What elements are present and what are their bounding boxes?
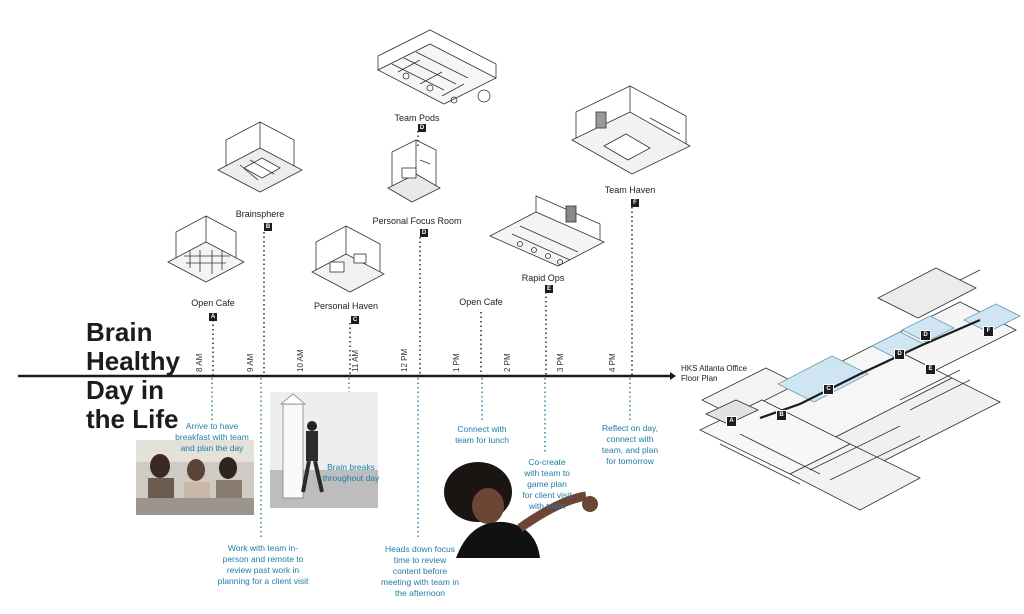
space-badge-a: A [209,313,217,321]
space-label-personal-focus-room: Personal Focus Room [372,216,462,226]
personal-haven-sketch [311,225,385,293]
space-label-brainsphere: Brainsphere [235,209,285,219]
space-label-team-pods: Team Pods [394,113,440,123]
plan-badge-e: E [925,364,936,375]
tick-9am: 9 AM [246,353,255,372]
upper-connectors [212,131,633,376]
team-haven-sketch [571,85,691,175]
space-badge-b: B [264,223,272,231]
space-label-team-haven: Team Haven [604,185,656,195]
tick-11am: 11 AM [351,349,360,372]
plan-badge-d1: D [894,349,905,360]
space-label-rapid-ops: Rapid Ops [521,273,565,283]
tick-1pm: 1 PM [452,353,461,372]
tick-12pm: 12 PM [400,348,409,372]
plan-badge-a: A [726,416,737,427]
tick-2pm: 2 PM [503,353,512,372]
lower-connectors [211,378,631,540]
tick-3pm: 3 PM [556,353,565,372]
timeline-arrow [670,372,676,380]
photo-cocreate [444,456,610,558]
space-label-open-cafe-morning: Open Cafe [191,298,235,308]
space-badge-d-focus: D [420,229,428,237]
space-badge-f: F [631,199,639,207]
plan-badge-b: B [776,410,787,421]
photo-breakfast [136,440,254,515]
tick-10am: 10 AM [296,349,305,372]
plan-badge-c: C [823,384,834,395]
space-label-open-cafe-lunch: Open Cafe [459,297,503,307]
rapid-ops-sketch [489,195,605,267]
space-badge-c: C [351,316,359,324]
plan-badge-d2: D [920,330,931,341]
plan-badge-f: F [983,326,994,337]
brainsphere-sketch [217,121,303,193]
diagram-title: Brain Healthy Day in the Life [86,317,180,434]
personal-focus-room-sketch [387,139,441,203]
space-badge-d-pods: D [418,124,426,132]
team-pods-sketch [377,29,497,105]
floor-plan-sketch [699,267,1021,511]
space-label-personal-haven: Personal Haven [313,301,379,311]
floor-plan-label: HKS Atlanta Office Floor Plan [681,364,748,383]
tick-8am: 8 AM [195,353,204,372]
photo-brain-breaks [270,392,378,508]
tick-4pm: 4 PM [608,353,617,372]
open-cafe-sketch [167,215,245,283]
space-badge-e: E [545,285,553,293]
